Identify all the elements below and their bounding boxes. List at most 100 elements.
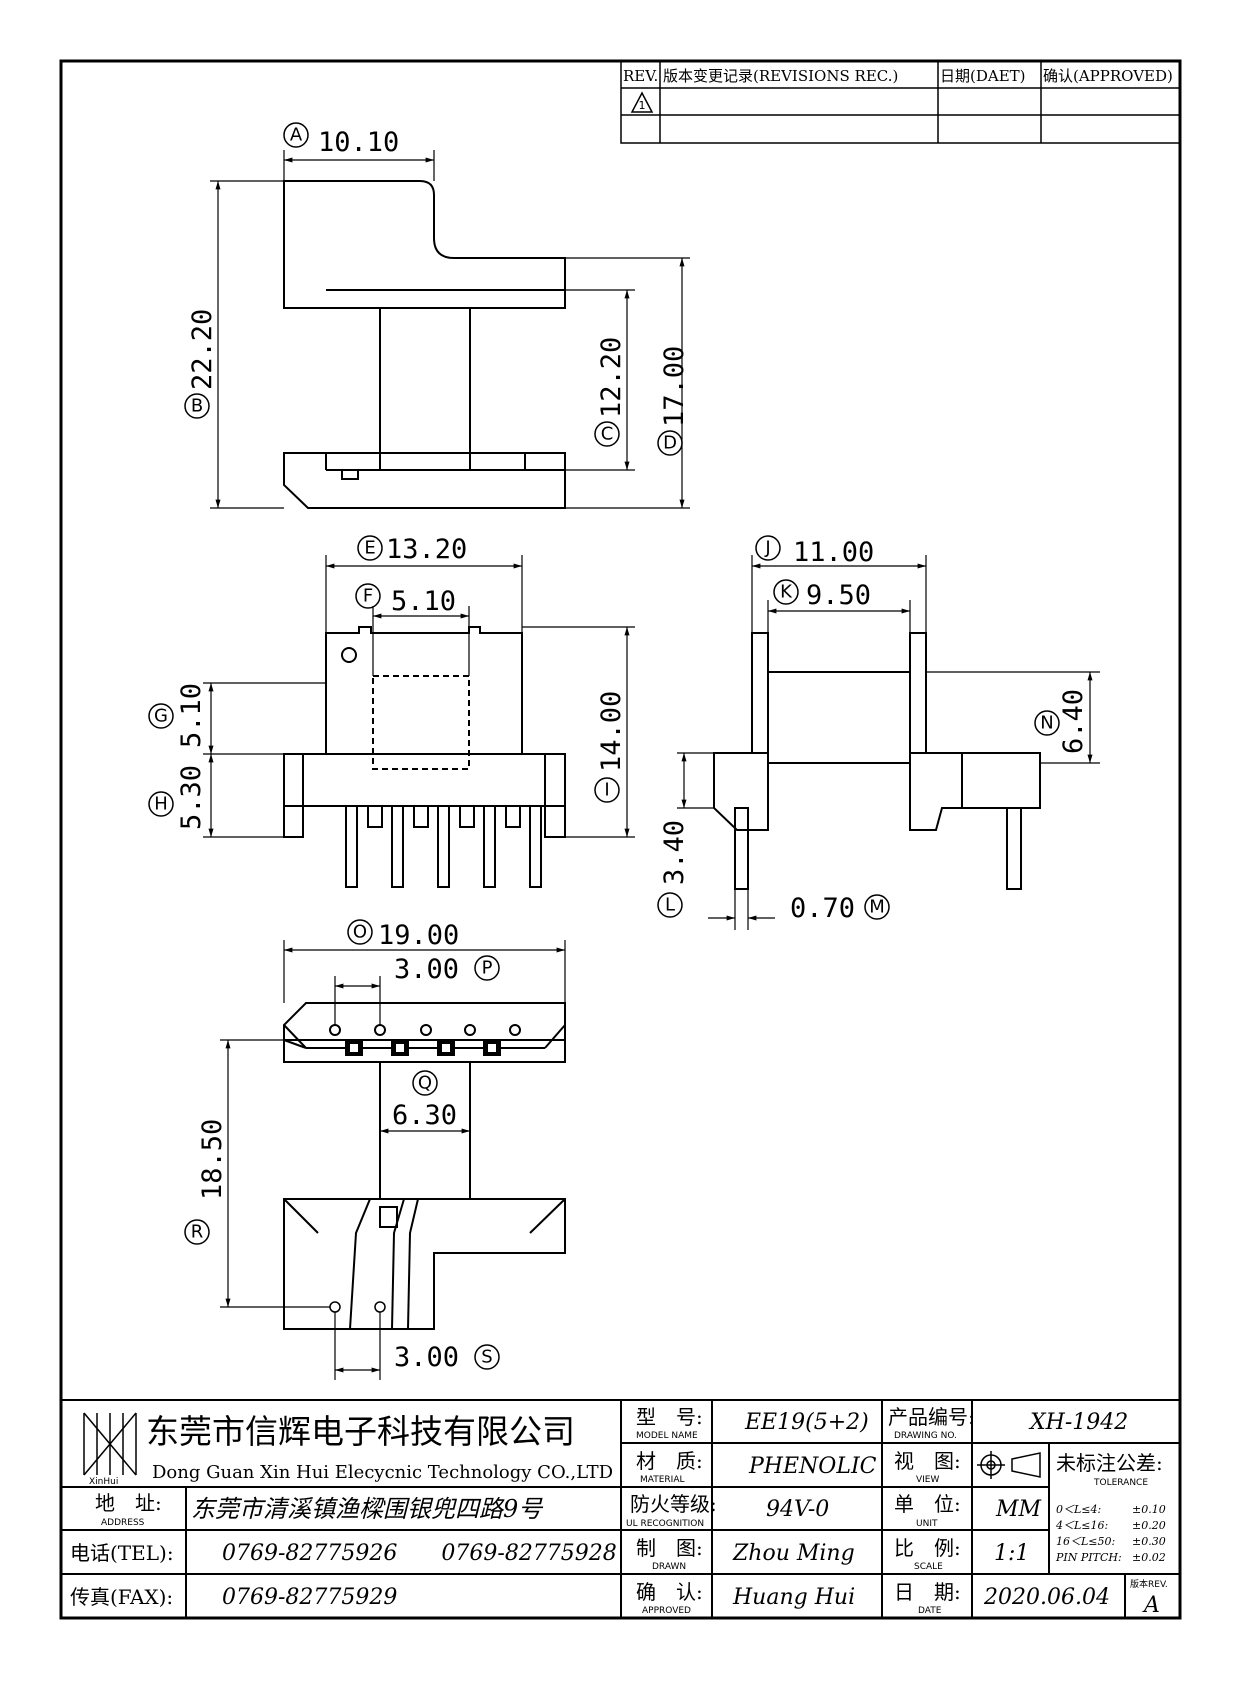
dim-p: 3.00 P	[394, 954, 500, 985]
view-label-en: VIEW	[916, 1475, 939, 1485]
svg-text:±0.20: ±0.20	[1132, 1519, 1166, 1532]
sheet-border	[59, 59, 1182, 1620]
svg-text:3.00: 3.00	[394, 954, 459, 985]
svg-text:N: N	[1040, 713, 1053, 734]
fire-rating-label: 防火等级:	[630, 1492, 717, 1516]
dim-o: O 19.00	[347, 919, 459, 951]
svg-text:±0.10: ±0.10	[1132, 1503, 1166, 1516]
svg-text:P: P	[482, 958, 493, 979]
right-view-dimension-lines	[677, 555, 1100, 930]
svg-text:5.10: 5.10	[176, 683, 207, 748]
fax-label: 传真(FAX):	[70, 1585, 173, 1609]
svg-text:PIN PITCH:: PIN PITCH:	[1055, 1551, 1122, 1564]
dim-l: L 3.40	[657, 820, 690, 918]
date-value: 2020.06.04	[983, 1585, 1110, 1610]
dim-f: F 5.10	[355, 583, 456, 617]
drawing-no-label-en: DRAWING NO.	[894, 1431, 957, 1441]
dim-k: K 9.50	[773, 579, 871, 611]
svg-text:R: R	[191, 1222, 204, 1243]
company-name-cn: 东莞市信辉电子科技有限公司	[146, 1412, 575, 1451]
svg-text:11.00: 11.00	[793, 537, 874, 568]
tel-label: 电话(TEL):	[70, 1541, 174, 1565]
svg-text:M: M	[869, 897, 885, 918]
dim-c: C 12.20	[594, 337, 627, 447]
svg-text:6.40: 6.40	[1058, 689, 1089, 754]
bottom-view-slot-marks	[329, 1301, 386, 1313]
address-label-en: ADDRESS	[101, 1518, 145, 1528]
address-value: 东莞市清溪镇渔樑围银兜四路9号	[191, 1495, 544, 1523]
fire-rating-value: 94V-0	[766, 1497, 829, 1522]
bottom-view-dimension-lines	[220, 940, 566, 1380]
svg-text:F: F	[363, 586, 373, 607]
dim-a: A 10.10	[283, 122, 399, 158]
svg-text:1: 1	[639, 99, 646, 112]
svg-text:C: C	[601, 424, 614, 445]
svg-text:3.00: 3.00	[394, 1342, 459, 1373]
address-label: 地 址:	[95, 1491, 162, 1515]
scale-label: 比 例:	[894, 1536, 961, 1560]
tel-value: 0769-82775926 0769-82775928	[222, 1541, 617, 1566]
model-value: EE19(5+2)	[744, 1410, 869, 1435]
svg-text:13.20: 13.20	[386, 534, 467, 565]
drawing-no-label: 产品编号:	[888, 1405, 975, 1429]
front-view-bobbin	[283, 626, 566, 888]
material-label-en: MATERIAL	[640, 1475, 685, 1485]
projection-symbol-icon	[977, 1451, 1041, 1479]
svg-text:G: G	[154, 706, 168, 727]
scale-label-en: SCALE	[914, 1562, 943, 1572]
rev-header: REV.	[623, 67, 658, 85]
svg-text:9.50: 9.50	[806, 580, 871, 611]
unit-label-en: UNIT	[916, 1519, 938, 1529]
dim-d: D 17.00	[657, 346, 690, 456]
logo-text: XinHui	[89, 1477, 118, 1487]
svg-text:5.30: 5.30	[176, 765, 207, 830]
svg-text:12.20: 12.20	[596, 337, 627, 418]
svg-text:S: S	[481, 1347, 492, 1368]
date-label-en: DATE	[918, 1606, 942, 1616]
svg-text:10.10: 10.10	[318, 127, 399, 158]
svg-text:6.30: 6.30	[392, 1100, 457, 1131]
tolerance-label: 未标注公差:	[1056, 1451, 1163, 1475]
side-view-dimension-lines	[210, 150, 690, 509]
dim-m: 0.70 M	[790, 893, 890, 924]
dim-h: H 5.30	[148, 765, 207, 830]
svg-text:0＜L≤4:: 0＜L≤4:	[1056, 1503, 1101, 1516]
date-label: 日 期:	[894, 1580, 961, 1604]
svg-text:16＜L≤50:: 16＜L≤50:	[1056, 1535, 1115, 1548]
unit-value: MM	[995, 1497, 1042, 1522]
svg-text:3.40: 3.40	[659, 820, 690, 885]
view-label: 视 图:	[894, 1449, 961, 1473]
drawn-value: Zhou Ming	[732, 1541, 855, 1566]
dim-r: R 18.50	[184, 1119, 228, 1245]
approved-value: Huang Hui	[732, 1585, 855, 1610]
svg-text:5.10: 5.10	[391, 586, 456, 617]
tolerance-label-en: TOLERANCE	[1093, 1478, 1148, 1488]
svg-text:4＜L≤16:: 4＜L≤16:	[1055, 1519, 1108, 1532]
drawn-label: 制 图:	[636, 1536, 703, 1560]
approved-header: 确认(APPROVED)	[1043, 67, 1173, 85]
svg-text:A: A	[290, 125, 303, 146]
svg-text:19.00: 19.00	[378, 920, 459, 951]
dim-g: G 5.10	[148, 683, 207, 748]
side-view-bobbin	[283, 180, 566, 509]
material-value: PHENOLIC	[748, 1454, 877, 1479]
svg-text:J: J	[764, 538, 770, 559]
rev-triangle-icon: 1	[630, 91, 654, 113]
date-header: 日期(DAET)	[940, 67, 1026, 85]
svg-text:O: O	[353, 922, 367, 943]
fire-rating-label-en: UL RECOGNITION	[626, 1519, 704, 1529]
fax-value: 0769-82775929	[222, 1585, 397, 1610]
tolerance-table: 0＜L≤4: ±0.10 4＜L≤16: ±0.20 16＜L≤50: ±0.3…	[1055, 1503, 1166, 1564]
scale-value: 1:1	[994, 1541, 1029, 1566]
svg-text:18.50: 18.50	[197, 1119, 228, 1200]
dim-i: I 14.00	[594, 691, 627, 803]
dim-j: J 11.00	[755, 535, 874, 568]
svg-text:Q: Q	[418, 1073, 432, 1094]
svg-text:±0.02: ±0.02	[1132, 1551, 1166, 1564]
svg-text:0.70: 0.70	[790, 893, 855, 924]
revisions-header: 版本变更记录(REVISIONS REC.)	[663, 67, 898, 85]
approved-label: 确 认:	[636, 1580, 703, 1604]
bottom-view-bobbin	[283, 1002, 566, 1330]
svg-text:14.00: 14.00	[596, 691, 627, 772]
